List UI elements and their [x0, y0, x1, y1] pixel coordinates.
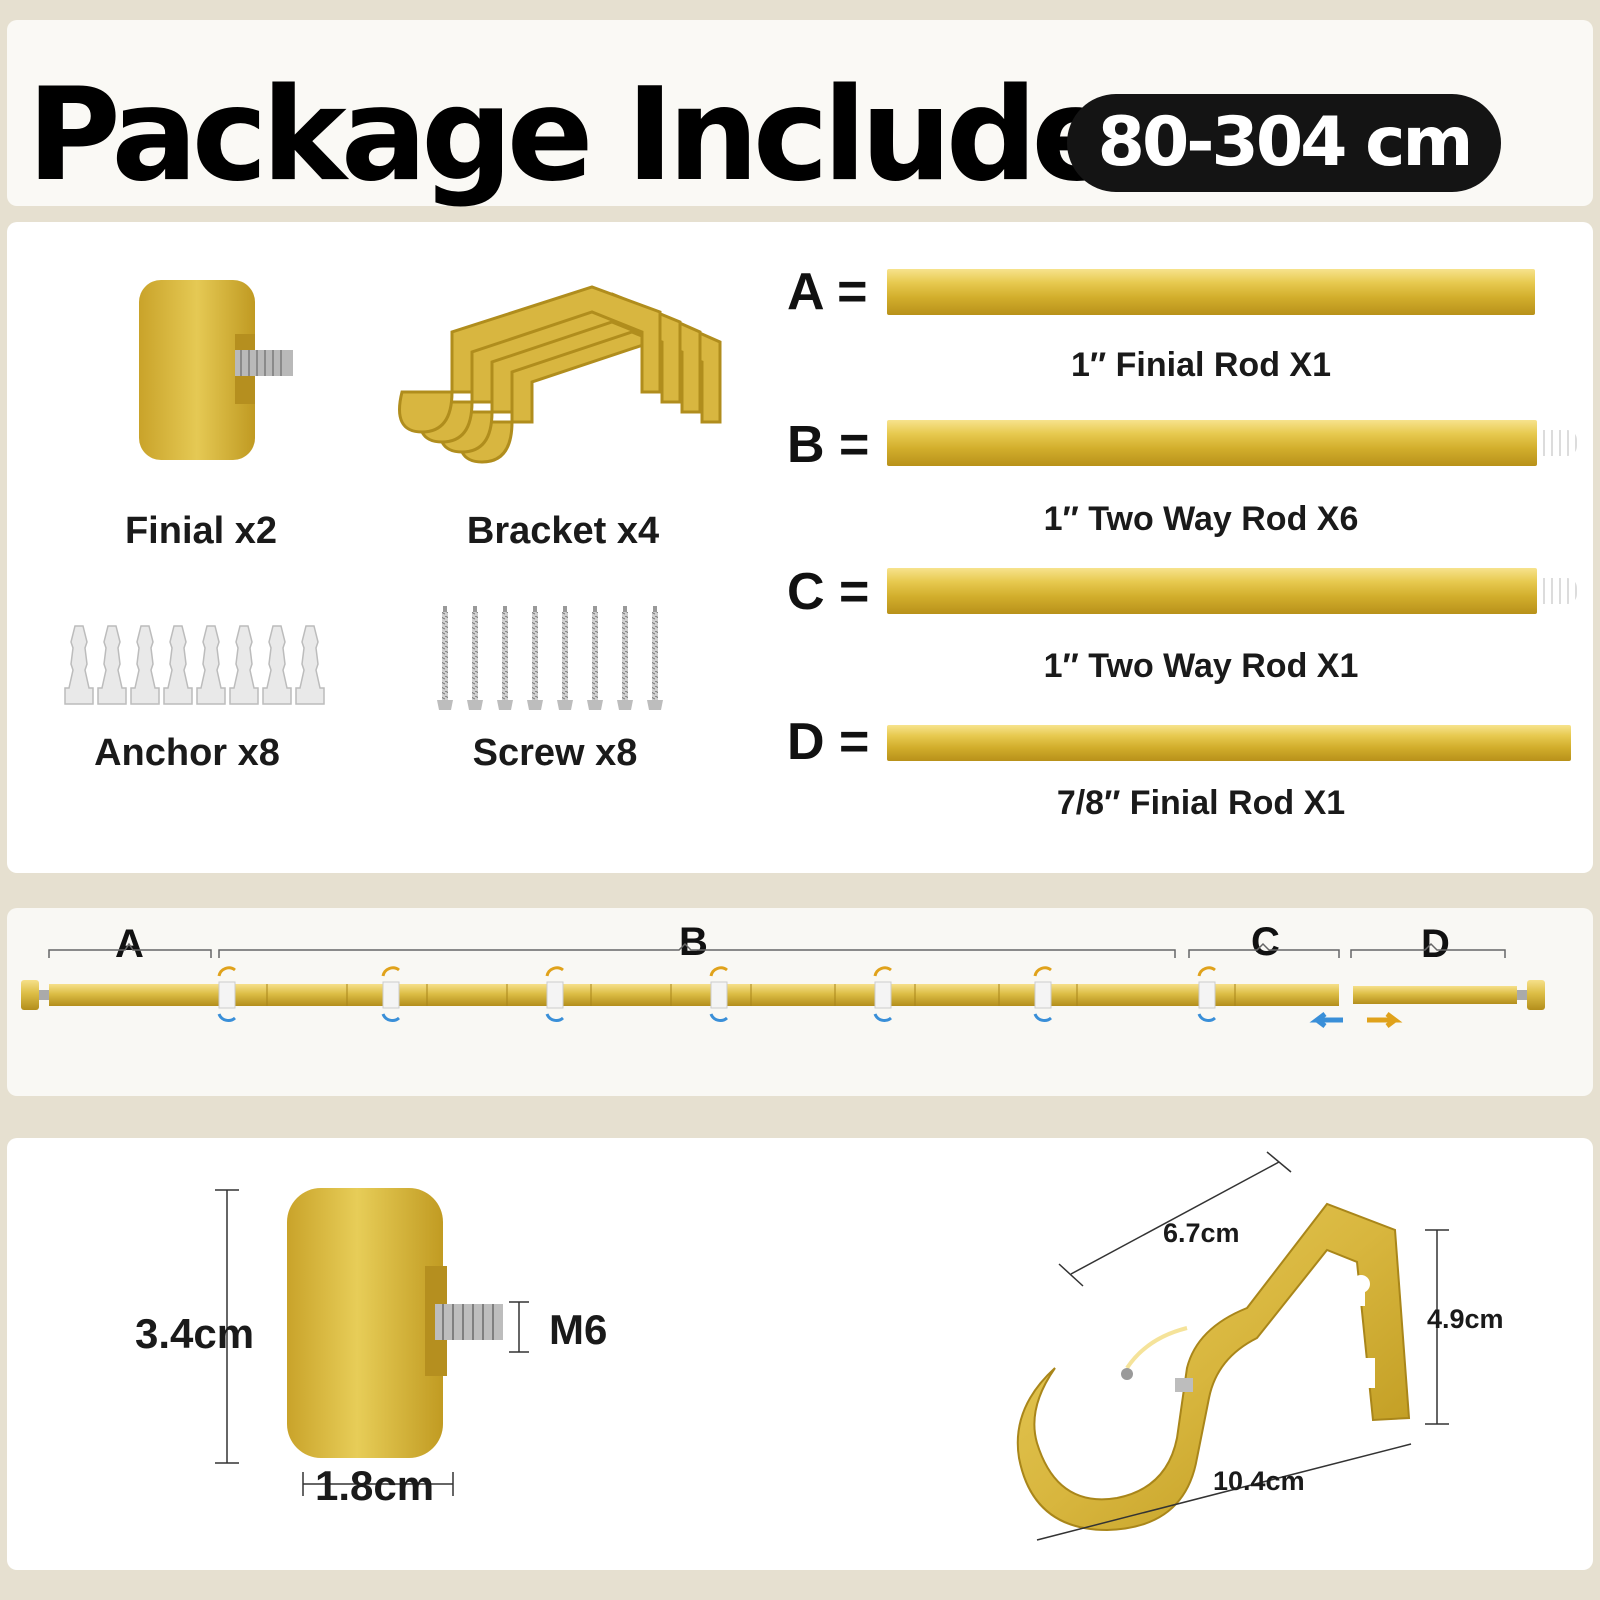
segment-label-d: D — [1421, 922, 1450, 966]
screw-icon — [437, 606, 663, 710]
bracket-height-label: 4.9cm — [1427, 1304, 1504, 1334]
part-label-bracket: Bracket x4 — [466, 510, 660, 552]
assembled-rod-diagram — [21, 942, 1545, 1028]
rod-a — [887, 269, 1535, 315]
bracket-length-label: 10.4cm — [1213, 1466, 1305, 1496]
finial-icon — [139, 280, 293, 460]
rod-b-cap — [1537, 430, 1577, 456]
rod-d — [887, 725, 1571, 761]
finial-depth-label: 1.8cm — [315, 1462, 435, 1509]
rod-c — [887, 568, 1537, 614]
rod-c-cap — [1537, 578, 1577, 604]
finial-dimension-drawing — [215, 1188, 529, 1496]
segment-label-c: C — [1251, 920, 1280, 964]
bracket-icon — [398, 285, 722, 464]
parts-panel: Finial x2 Bracket x4 Anchor x8 — [7, 222, 1593, 873]
bracket-width-label: 6.7cm — [1163, 1218, 1240, 1248]
finial-height-label: 3.4cm — [135, 1310, 255, 1357]
anchor-icon — [64, 625, 325, 705]
rod-letter-d: D = — [787, 713, 870, 771]
rod-b — [887, 420, 1537, 466]
part-label-anchor: Anchor x8 — [94, 732, 280, 774]
rod-letter-c: C = — [787, 563, 870, 621]
rod-label-d: 7/8″ Finial Rod X1 — [1056, 784, 1346, 822]
header-panel: Package Include 80-304 cm — [7, 20, 1593, 206]
part-label-finial: Finial x2 — [124, 510, 278, 552]
segment-label-b: B — [679, 920, 708, 964]
rod-letter-b: B = — [787, 416, 870, 474]
dimensions-panel: 3.4cm M6 1.8cm 6.7cm 4.9cm 10.4cm — [7, 1138, 1593, 1570]
rod-label-b: 1″ Two Way Rod X6 — [1043, 500, 1359, 538]
rod-letter-a: A = — [787, 263, 868, 321]
rod-label-a: 1″ Finial Rod X1 — [1071, 346, 1331, 384]
page-title: Package Include — [27, 61, 1118, 210]
finial-thread-label: M6 — [549, 1306, 608, 1353]
assembly-panel: A B C D — [7, 908, 1593, 1096]
size-badge: 80-304 cm — [1067, 94, 1501, 192]
rod-label-c: 1″ Two Way Rod X1 — [1043, 647, 1359, 685]
bracket-dimension-drawing — [1016, 1151, 1449, 1541]
part-label-screw: Screw x8 — [472, 732, 638, 774]
